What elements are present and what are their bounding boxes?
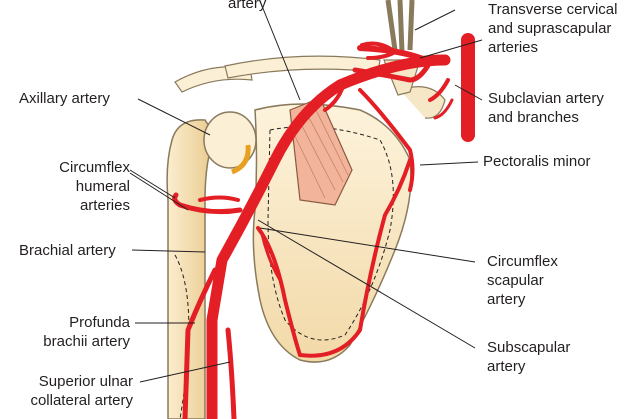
circumflex-scapular-label: Circumflex scapular artery (487, 252, 558, 309)
profunda-brachii-label: Profunda brachii artery (35, 313, 130, 351)
partial-artery-label: artery (228, 0, 266, 13)
brachial-artery-label: Brachial artery (19, 241, 116, 260)
transverse-cervical-label: Transverse cervical and suprascapular ar… (488, 0, 617, 57)
pectoralis-minor-label: Pectoralis minor (483, 152, 591, 171)
circumflex-humeral-label: Circumflex humeral arteries (40, 158, 130, 215)
subclavian-label: Subclavian artery and branches (488, 89, 604, 127)
axillary-artery-label: Axillary artery (19, 89, 110, 108)
superior-ulnar-collateral-label: Superior ulnar collateral artery (2, 372, 133, 410)
subscapular-label: Subscapular artery (487, 338, 570, 376)
